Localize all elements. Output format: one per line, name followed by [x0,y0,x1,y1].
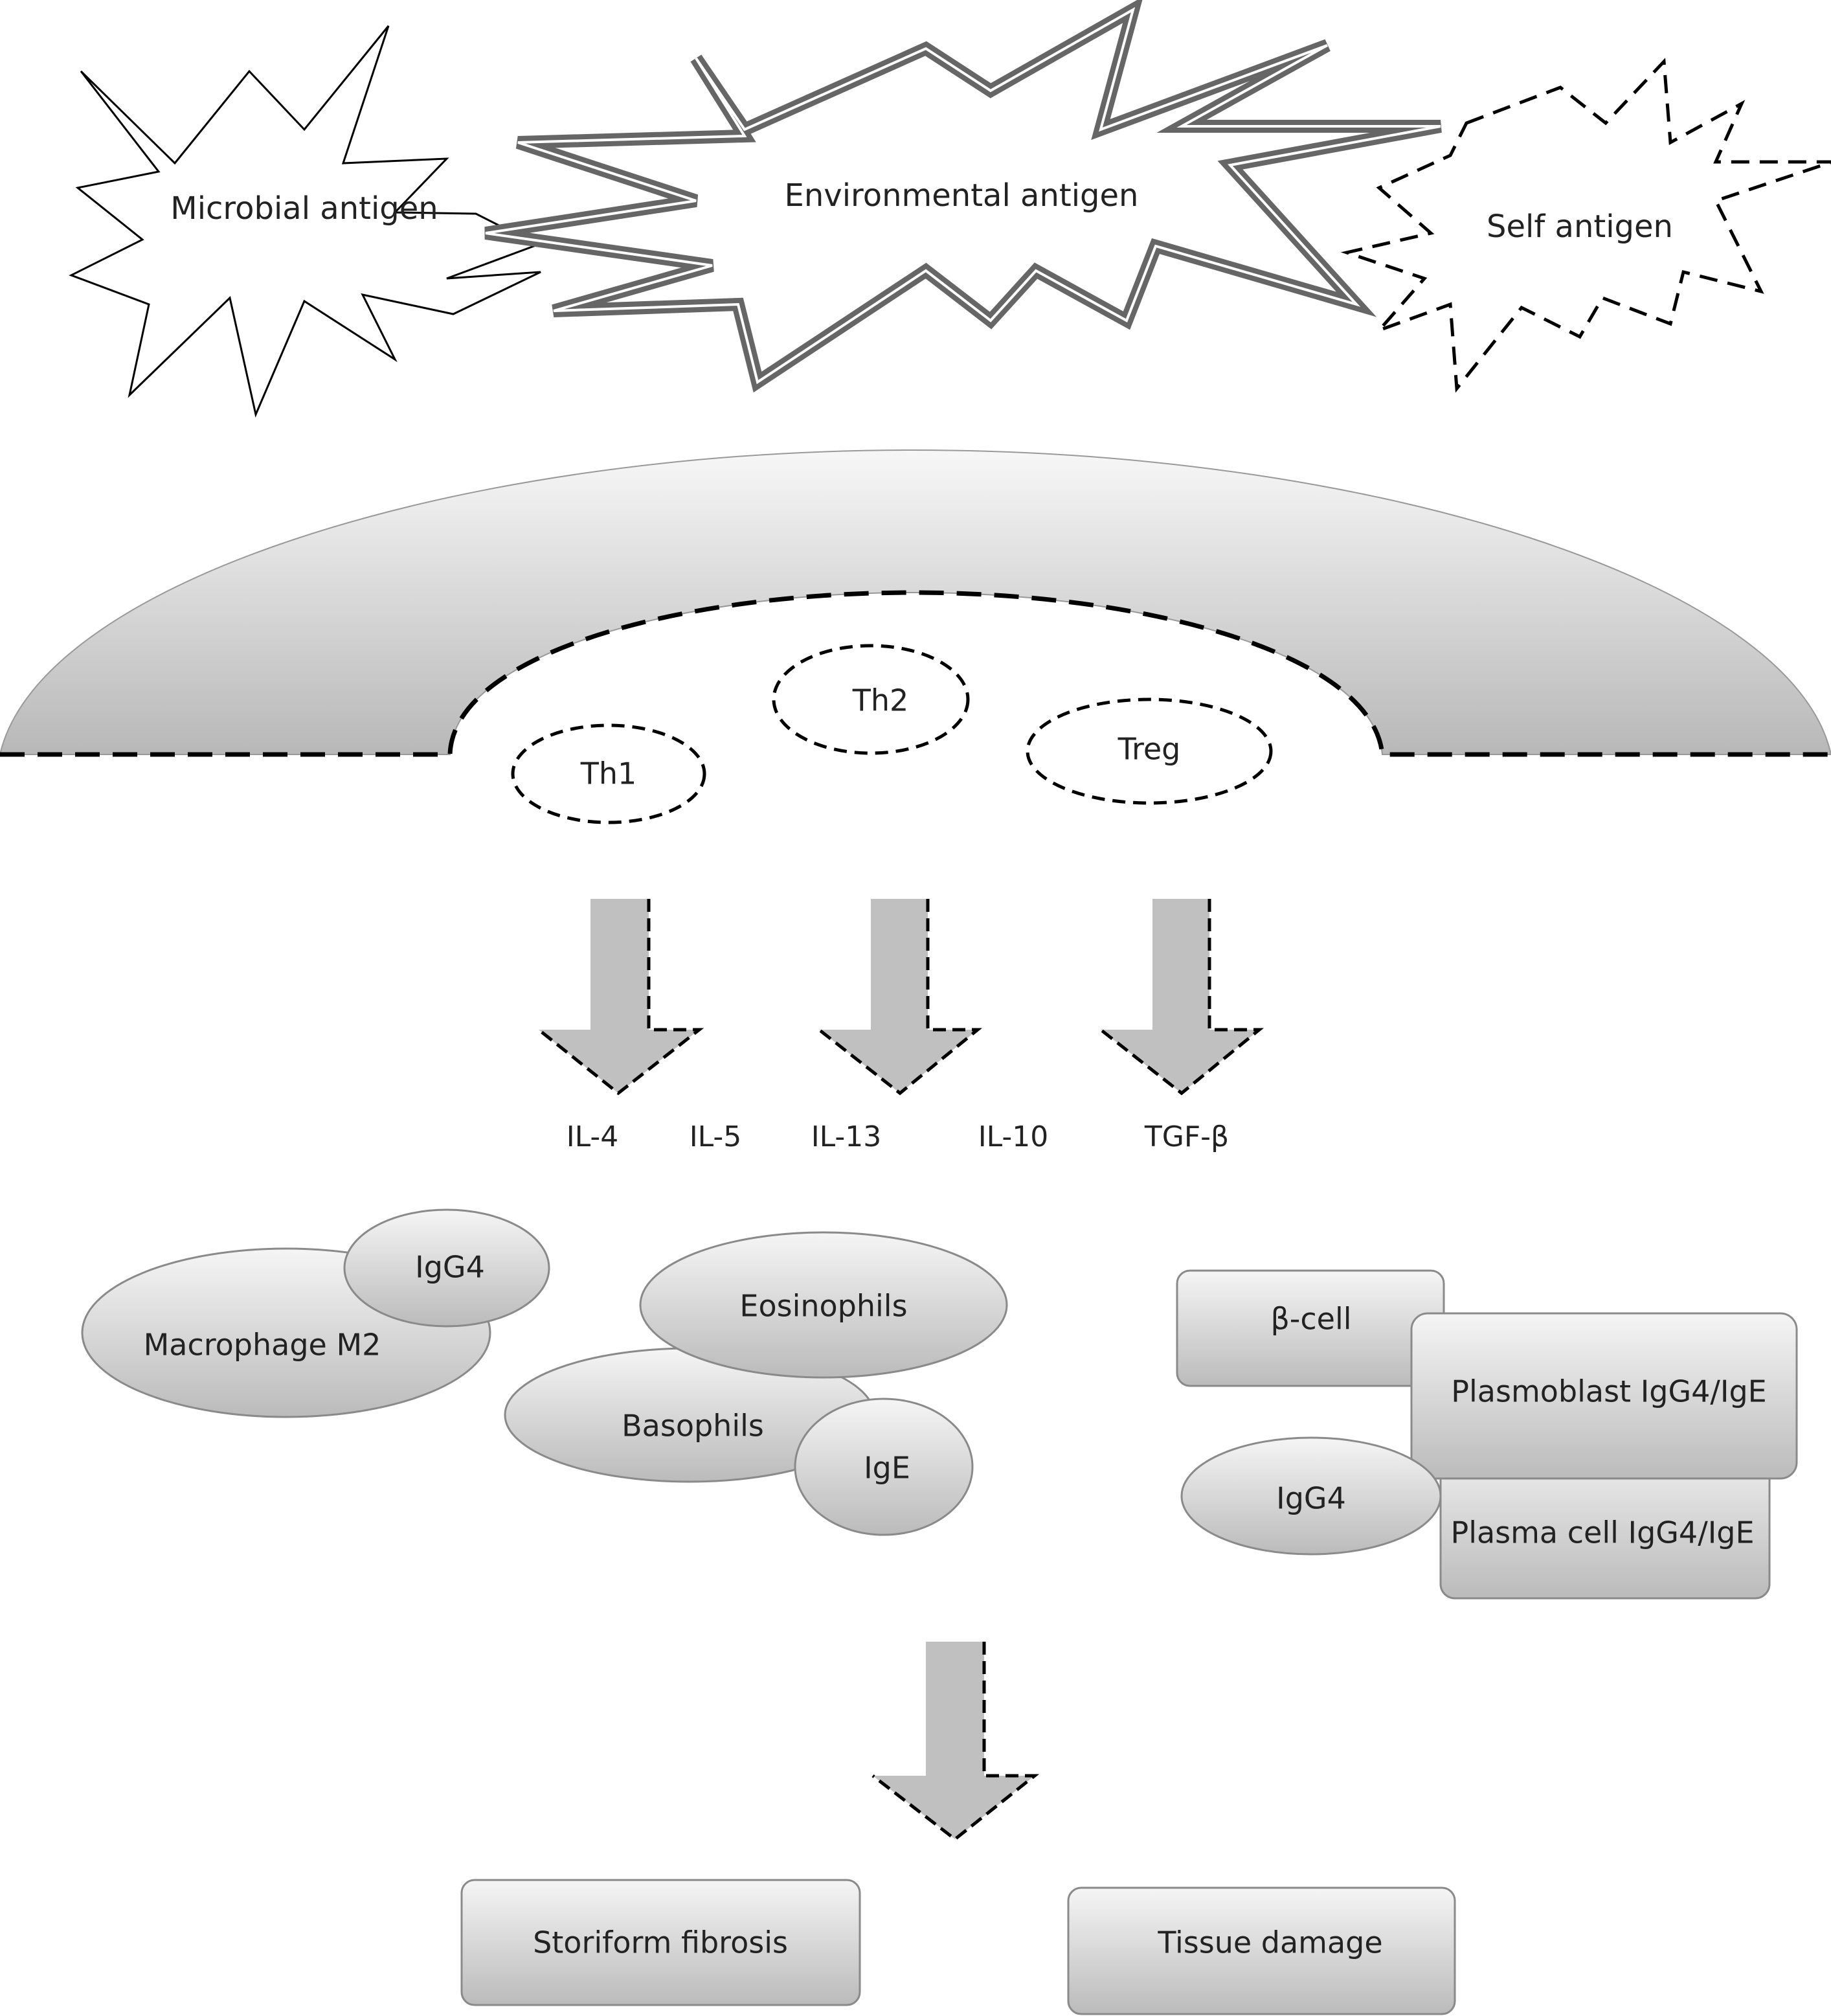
th2-label: Th2 [852,683,909,718]
plasma-cell-label: Plasma cell IgG4/IgE [1450,1515,1754,1550]
igg4-macrophage-bubble: IgG4 [343,1208,550,1328]
cytokine-tgfb: TGF-β [1144,1120,1229,1153]
igg4-bcell-label: IgG4 [1276,1481,1346,1516]
storiform-fibrosis-box: Storiform fibrosis [460,1879,861,2006]
eosinophils-cell: Eosinophils [639,1231,1008,1379]
self-antigen-label: Self antigen [1487,209,1673,245]
microbial-antigen-label: Microbial antigen [170,190,438,227]
cytokine-labels: IL-4 IL-5 IL-13 IL-10 TGF-β [567,1120,1229,1153]
th1-label: Th1 [580,756,637,791]
igg4-bcell-bubble: IgG4 [1180,1436,1442,1556]
microbial-antigen-star [69,25,541,418]
macrophage-m2-label: Macrophage M2 [144,1328,381,1363]
ige-label: IgE [864,1451,910,1486]
tissue-dome-shape [0,449,1831,755]
basophils-cell: Basophils [504,1347,875,1483]
tissue-dome [0,449,1831,757]
tissue-dome-dashed-border [0,590,1831,757]
microbial-antigen: Microbial antigen [69,25,541,418]
cytokine-il5: IL-5 [690,1120,742,1153]
treg-label: Treg [1118,732,1181,767]
storiform-fibrosis-label: Storiform fibrosis [533,1925,788,1960]
arrow-th1-down [537,899,704,1096]
treg-cell: Treg [1026,697,1273,805]
plasmoblast-box: Plasmoblast IgG4/IgE [1410,1312,1798,1480]
arrow-th2-down [818,899,983,1096]
cytokine-il4: IL-4 [567,1120,619,1153]
igg4-macrophage-label: IgG4 [415,1250,485,1285]
plasmoblast-label: Plasmoblast IgG4/IgE [1451,1374,1766,1409]
ige-bubble: IgE [794,1398,974,1536]
self-antigen: Self antigen [1340,58,1831,393]
cytokine-il10: IL-10 [978,1120,1049,1153]
th2-cell: Th2 [772,644,970,755]
cytokine-il13: IL-13 [811,1120,882,1153]
th1-cell: Th1 [511,723,706,824]
eosinophils-label: Eosinophils [739,1289,907,1324]
b-cell-box: β-cell [1176,1269,1445,1387]
b-cell-label: β-cell [1270,1302,1351,1337]
basophils-label: Basophils [622,1409,764,1444]
tissue-damage-label: Tissue damage [1157,1925,1382,1960]
environmental-antigen-label: Environmental antigen [785,177,1139,214]
arrow-treg-down [1099,899,1264,1096]
environmental-antigen-star-inner [485,6,1441,385]
arrow-outcomes-down [871,1642,1040,1842]
environmental-antigen: Environmental antigen [484,0,1442,393]
self-antigen-star [1340,58,1831,393]
tissue-damage-box: Tissue damage [1067,1886,1456,2015]
